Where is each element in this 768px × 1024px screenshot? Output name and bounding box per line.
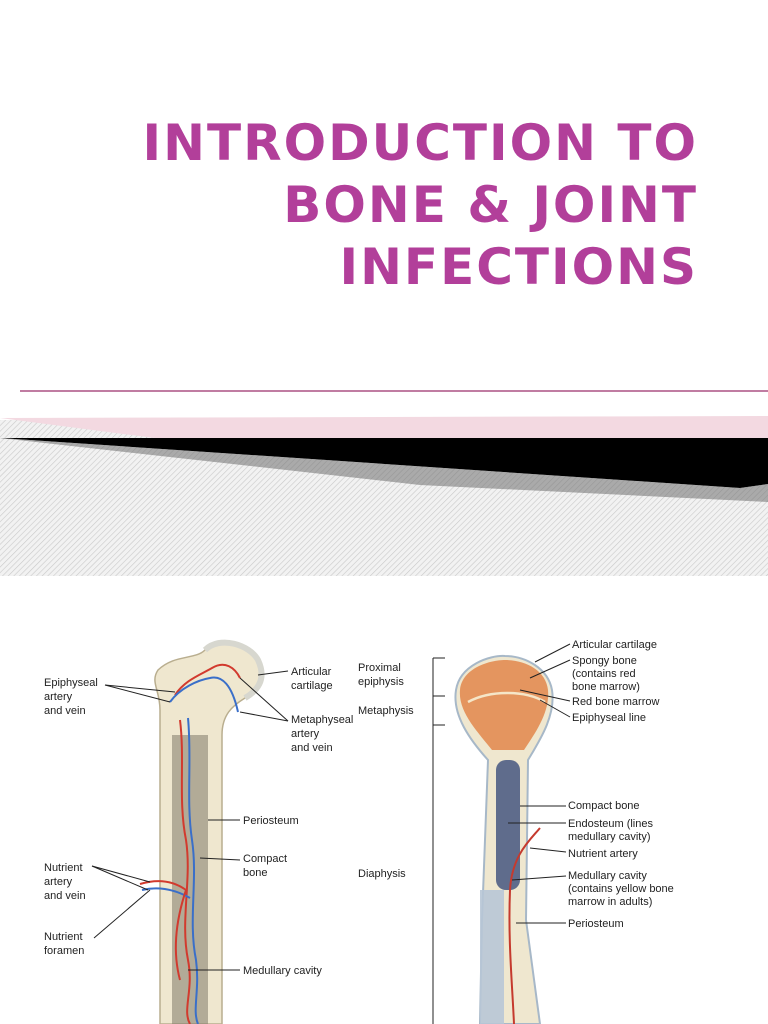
title-line-3: INFECTIONS [339, 238, 698, 296]
label-compact-bone-right: Compact bone [568, 800, 640, 812]
label-endosteum-1: Endosteum (lines [568, 818, 653, 830]
label-nutrient-artery-3: and vein [44, 890, 86, 902]
right-leaders [508, 643, 571, 924]
label-epiphyseal-line: Epiphyseal line [572, 712, 646, 724]
label-epiphyseal-artery-2: artery [44, 691, 73, 703]
label-compact-bone-2: bone [243, 867, 267, 879]
label-medullary-right-1: Medullary cavity [568, 870, 647, 882]
region-labels: Proximal epiphysis Metaphysis Diaphysis [358, 662, 414, 880]
label-spongy-bone-3: bone marrow) [572, 681, 640, 693]
label-nutrient-foramen-1: Nutrient [44, 931, 83, 943]
right-epiphyseal-line [467, 691, 546, 704]
left-vessels [139, 663, 241, 1024]
label-nutrient-artery-right: Nutrient artery [568, 848, 638, 860]
label-nutrient-artery-1: Nutrient [44, 862, 83, 874]
black-wedge [0, 438, 768, 488]
right-labels: Articular cartilage Spongy bone (contain… [568, 639, 674, 930]
right-sectioned-bone [454, 654, 554, 1024]
label-proximal-2: epiphysis [358, 676, 404, 688]
right-periosteum-sleeve [480, 890, 504, 1024]
right-spongy-bone [459, 660, 549, 750]
label-compact-bone-1: Compact [243, 853, 287, 865]
region-bracket [432, 657, 445, 1024]
bone-anatomy-diagram: Epiphyseal artery and vein Articular car… [44, 639, 674, 1024]
label-medullary-cavity-left: Medullary cavity [243, 965, 322, 977]
slide-title: INTRODUCTION TO BONE & JOINT INFECTIONS [58, 112, 698, 298]
label-periosteum-right: Periosteum [568, 918, 624, 930]
label-epiphyseal-artery-3: and vein [44, 705, 86, 717]
label-metaphyseal-1: Metaphyseal [291, 714, 353, 726]
label-metaphysis: Metaphysis [358, 705, 414, 717]
label-diaphysis: Diaphysis [358, 868, 406, 880]
label-spongy-bone-2: (contains red [572, 668, 636, 680]
label-articular-cartilage-2: cartilage [291, 680, 333, 692]
gray-wedge [0, 438, 768, 502]
pink-wedge [0, 416, 768, 440]
label-periosteum-left: Periosteum [243, 815, 299, 827]
label-proximal-1: Proximal [358, 662, 401, 674]
label-articular-cartilage-1: Articular [291, 666, 332, 678]
right-nutrient-artery [508, 827, 541, 1024]
left-labels: Epiphyseal artery and vein Articular car… [44, 666, 353, 977]
label-endosteum-2: medullary cavity) [568, 831, 651, 843]
label-nutrient-artery-2: artery [44, 876, 73, 888]
decorative-band [0, 390, 768, 576]
label-medullary-right-2: (contains yellow bone [568, 883, 674, 895]
title-line-1: INTRODUCTION TO [142, 114, 698, 172]
label-spongy-bone-1: Spongy bone [572, 655, 637, 667]
left-long-bone [139, 639, 265, 1024]
left-leaders [91, 670, 289, 971]
label-metaphyseal-3: and vein [291, 742, 333, 754]
right-medullary-cavity [496, 760, 520, 890]
label-epiphyseal-artery-1: Epiphyseal [44, 677, 98, 689]
left-articular-cartilage [202, 639, 265, 701]
label-red-bone-marrow: Red bone marrow [572, 696, 659, 708]
label-nutrient-foramen-2: foramen [44, 945, 84, 957]
label-metaphyseal-2: artery [291, 728, 320, 740]
label-medullary-right-3: marrow in adults) [568, 896, 652, 908]
label-articular-cartilage-right: Articular cartilage [572, 639, 657, 651]
title-line-2: BONE & JOINT [283, 176, 698, 234]
